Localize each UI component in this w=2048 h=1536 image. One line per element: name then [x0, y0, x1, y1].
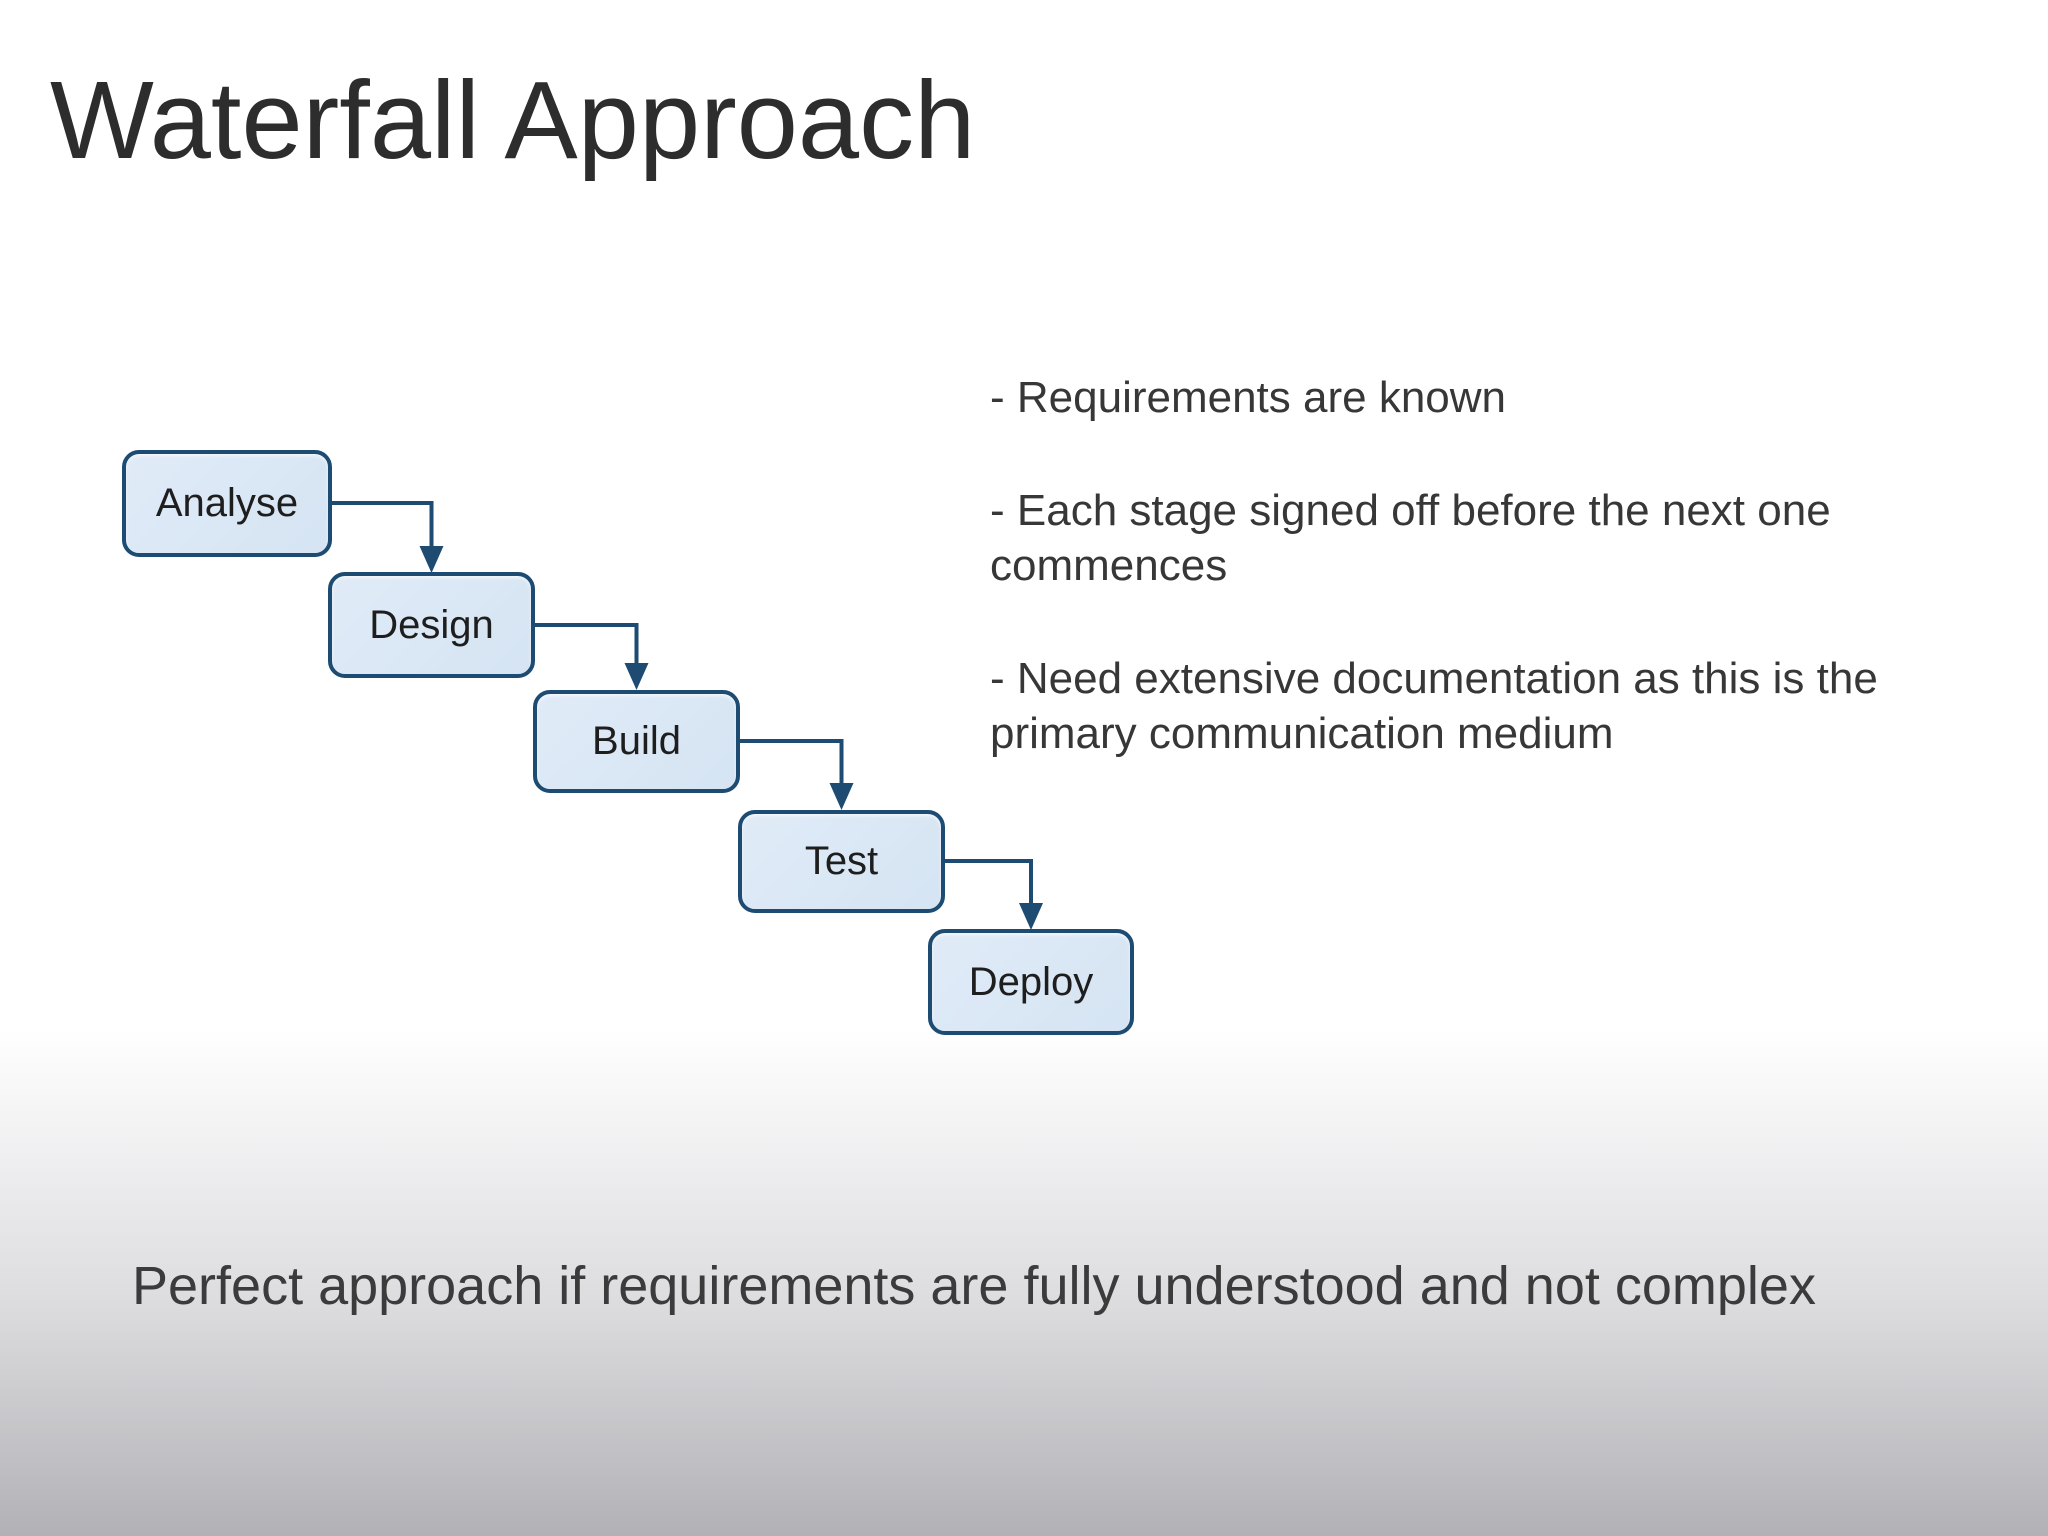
arrow-test-to-deploy	[945, 859, 1033, 904]
arrowhead-test-to-deploy-icon	[1019, 903, 1043, 930]
stage-label-deploy: Deploy	[968, 959, 1094, 1004]
stage-box-deploy: Deploy	[928, 929, 1134, 1035]
bullet-stage-sign-off: - Each stage signed off before the next …	[990, 486, 1831, 590]
arrow-build-to-test	[740, 739, 844, 784]
arrowhead-design-to-build-icon	[624, 663, 649, 690]
arrowhead-analyse-to-design-icon	[419, 546, 444, 573]
arrow-design-to-build	[535, 623, 639, 664]
slide-title: Waterfall Approach	[50, 59, 976, 182]
stage-box-build: Build	[533, 690, 740, 793]
stage-box-test: Test	[738, 810, 945, 913]
bullet-list: - Requirements are known - Each stage si…	[990, 370, 2000, 819]
footer-note: Perfect approach if requirements are ful…	[132, 1256, 1816, 1316]
stage-box-design: Design	[328, 572, 535, 678]
arrowhead-build-to-test-icon	[829, 783, 854, 810]
bullet-extensive-documentation: - Need extensive documentation as this i…	[990, 654, 1878, 758]
stage-label-analyse: Analyse	[155, 481, 299, 525]
stage-box-analyse: Analyse	[122, 450, 332, 557]
arrow-analyse-to-design	[332, 501, 434, 547]
stage-label-test: Test	[804, 839, 879, 883]
stage-label-design: Design	[369, 602, 494, 647]
stage-label-build: Build	[592, 719, 681, 763]
bullet-requirements-known: - Requirements are known	[990, 373, 1507, 422]
